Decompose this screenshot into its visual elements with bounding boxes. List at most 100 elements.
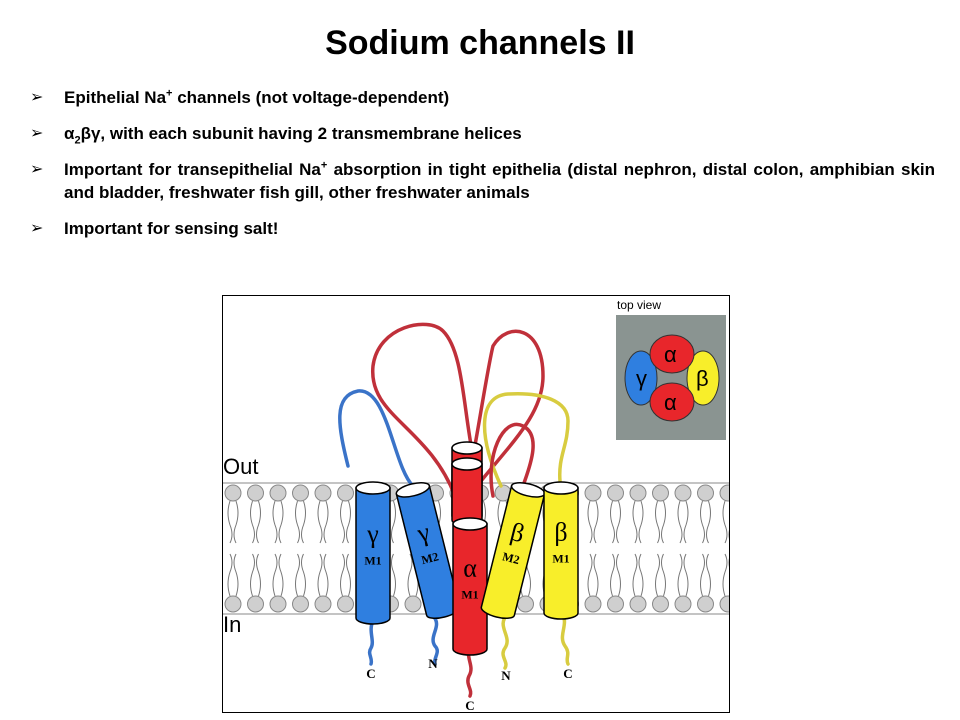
top-view-alpha-symbol-bottom: α [664, 390, 677, 415]
lipid-tail [587, 500, 593, 544]
top-view-gamma-symbol: γ [636, 366, 647, 391]
lipid-tail [295, 553, 300, 597]
lipid-tail [278, 553, 284, 597]
lipid-tail [346, 553, 351, 597]
lipid-tail [301, 500, 306, 544]
lipid-tail [272, 500, 278, 544]
bullet-text: Important for transepithelial Na [64, 160, 321, 179]
helix-5-cap [543, 481, 579, 495]
lipid-tail [610, 500, 615, 544]
bullet-item: ➢ α2βγ, with each subunit having 2 trans… [30, 122, 935, 146]
lipid-head [607, 484, 624, 502]
lipid-head [314, 595, 332, 613]
lipid-head [269, 595, 287, 613]
beta-m1-c-tail [560, 612, 570, 666]
top-view-gamma-subunit [624, 350, 658, 406]
terminus-label-2: N [428, 656, 438, 671]
out-label: Out [223, 454, 258, 479]
lipid-tail [700, 500, 705, 544]
bullet-superscript: + [320, 159, 328, 172]
bullet-item: ➢ Important for sensing salt! [30, 217, 935, 240]
top-view-alpha-subunit-top [649, 334, 695, 374]
helix-2: γM2 [395, 481, 461, 620]
arrow-bullet-icon: ➢ [30, 220, 44, 237]
lipid-tail [250, 553, 255, 597]
lipid-tail [272, 553, 278, 597]
lipid-tail [391, 500, 396, 544]
lipid-head [674, 595, 692, 613]
lipid-head [719, 595, 729, 613]
lipid-tail [638, 553, 644, 597]
lipid-tail [227, 553, 233, 597]
lipid-head [292, 595, 309, 613]
lipid-tail [227, 500, 233, 544]
lipid-head [652, 484, 669, 502]
lipid-tail [677, 553, 683, 597]
in-label: In [223, 612, 241, 637]
lipid-tail [632, 553, 638, 597]
helix-1-segment: M1 [364, 554, 381, 568]
slide-title: Sodium channels II [325, 24, 635, 62]
beta-inner-loop [489, 422, 535, 498]
lipid-head [247, 484, 264, 502]
alpha-m2-upper-cap [451, 441, 483, 455]
lipid-tail [616, 553, 621, 597]
bullet-text: Important for sensing salt! [64, 219, 279, 238]
lipid-tail [587, 553, 593, 597]
helix-3-segment: M1 [461, 588, 478, 602]
bullet-text: channels (not voltage-dependent) [172, 88, 450, 107]
lipid-head [629, 484, 647, 502]
top-view-alpha-subunit-bottom [649, 382, 695, 422]
lipid-tail [661, 553, 666, 597]
terminus-label-3: C [465, 698, 474, 712]
lipid-head [674, 484, 692, 502]
lipid-tail [233, 500, 239, 544]
lipid-tail [407, 553, 413, 597]
lipid-tail [256, 553, 261, 597]
arrow-bullet-icon: ➢ [30, 89, 44, 106]
helix-5-body [543, 487, 579, 620]
helix-4-body [480, 484, 546, 620]
helix-3: αM1 [452, 517, 488, 656]
bullet-text: absorption in tight epithelia (distal ne… [64, 160, 936, 202]
lipid-tail [340, 553, 345, 597]
lipid-tail [661, 500, 666, 544]
top-view-beta-subunit [686, 350, 720, 406]
intracellular-tails [367, 612, 570, 698]
lipid-tail [593, 500, 599, 544]
lipid-head [719, 484, 729, 502]
lipid-head [337, 484, 354, 502]
lipid-head [224, 484, 242, 502]
helix-5-symbol: β [554, 518, 567, 547]
terminus-label-5: C [563, 666, 572, 681]
lipid-tail [632, 500, 638, 544]
helix-5: βM1 [543, 481, 579, 620]
lipid-tail [323, 553, 329, 597]
lipid-tail [700, 553, 705, 597]
lipid-head [404, 595, 422, 613]
lipid-tail [655, 553, 660, 597]
top-view-beta-symbol: β [696, 366, 709, 391]
bullet-item: ➢ Important for transepithelial Na+ abso… [30, 158, 935, 204]
alpha-m2-lower-body [451, 463, 483, 527]
lipid-tail [391, 553, 396, 597]
beta-m2-n-tail [501, 612, 510, 670]
lipid-head [697, 595, 714, 613]
lipid-head [337, 595, 354, 613]
lipid-head [224, 595, 242, 613]
lipid-head [584, 484, 602, 502]
arrow-bullet-icon: ➢ [30, 125, 44, 142]
top-view-alpha-symbol-top: α [664, 342, 677, 367]
lipid-head [652, 595, 669, 613]
lipid-head [697, 484, 714, 502]
lipid-head [517, 595, 534, 613]
lipid-tail [593, 553, 599, 597]
bullet-text: Epithelial Na [64, 88, 167, 107]
lipid-head [584, 595, 602, 613]
helix-1-symbol: γ [366, 520, 379, 549]
helix-4: βM2 [480, 481, 546, 620]
lipid-tail [706, 553, 711, 597]
lipid-tail [683, 553, 689, 597]
